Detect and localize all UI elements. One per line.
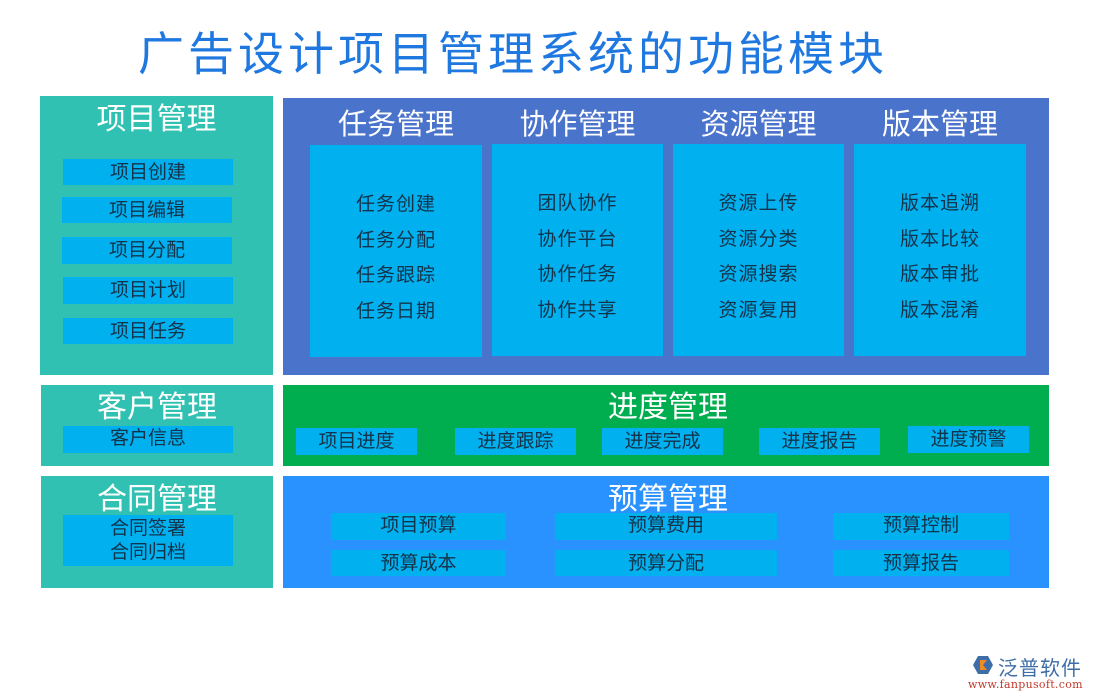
version-confuse-item[interactable]: 版本混淆 (899, 298, 980, 321)
chip-budget-cost[interactable]: 预算费用 (555, 513, 777, 540)
chip-budget-report[interactable]: 预算报告 (833, 550, 1009, 576)
contract-items-box: 合同签署 合同归档 (63, 515, 233, 566)
task-date-item[interactable]: 任务日期 (355, 299, 436, 322)
collab-task-item[interactable]: 协作任务 (537, 263, 618, 285)
logo-mark-icon (973, 656, 993, 674)
chip-progress-warning[interactable]: 进度预警 (908, 426, 1029, 453)
version-management-box: 版本追溯 版本比较 版本审批 版本混淆 (854, 144, 1026, 356)
logo-url: www.fanpusoft.com (968, 678, 1083, 691)
resource-management-list: 资源上传 资源分类 资源搜索 资源复用 (673, 186, 844, 328)
task-management-title: 任务管理 (337, 107, 454, 141)
task-management-list: 任务创建 任务分配 任务跟踪 任务日期 (310, 187, 482, 329)
version-management-list: 版本追溯 版本比较 版本审批 版本混淆 (854, 186, 1026, 328)
resource-management-box: 资源上传 资源分类 资源搜索 资源复用 (673, 144, 844, 356)
chip-contract-archive[interactable]: 合同归档 (109, 541, 186, 563)
collaboration-management-box: 团队协作 协作平台 协作任务 协作共享 (492, 144, 663, 356)
project-management-title: 项目管理 (96, 102, 217, 137)
team-collab-item[interactable]: 团队协作 (537, 192, 618, 214)
chip-project-assign[interactable]: 项目分配 (62, 237, 232, 264)
customer-management-title: 客户管理 (97, 390, 217, 425)
version-management-title: 版本管理 (881, 107, 998, 141)
chip-budget-control[interactable]: 预算控制 (833, 513, 1009, 540)
collab-share-item[interactable]: 协作共享 (537, 298, 618, 321)
chip-project-progress[interactable]: 项目进度 (296, 428, 417, 455)
logo-name: 泛普软件 (998, 656, 1082, 680)
progress-management-title: 进度管理 (608, 390, 728, 425)
task-create-item[interactable]: 任务创建 (355, 193, 436, 215)
resource-management-title: 资源管理 (700, 107, 817, 141)
page-title: 广告设计项目管理系统的功能模块 (138, 27, 888, 81)
chip-progress-complete[interactable]: 进度完成 (602, 428, 723, 455)
budget-management-panel: 预算管理 项目预算 预算费用 预算控制 预算成本 预算分配 预算报告 (283, 476, 1049, 588)
resource-upload-item[interactable]: 资源上传 (718, 192, 799, 214)
chip-project-create[interactable]: 项目创建 (63, 159, 233, 185)
chip-project-budget[interactable]: 项目预算 (331, 513, 506, 540)
chip-progress-report[interactable]: 进度报告 (759, 428, 880, 455)
version-compare-item[interactable]: 版本比较 (899, 227, 980, 250)
version-trace-item[interactable]: 版本追溯 (899, 192, 980, 214)
chip-project-task[interactable]: 项目任务 (63, 318, 233, 344)
chip-contract-sign[interactable]: 合同签署 (109, 517, 186, 539)
contract-management-panel: 合同管理 合同签署 合同归档 (41, 476, 273, 588)
chip-project-plan[interactable]: 项目计划 (63, 277, 233, 304)
project-management-panel: 项目管理 项目创建 项目编辑 项目分配 项目计划 项目任务 (40, 96, 273, 375)
progress-management-panel: 进度管理 项目进度 进度跟踪 进度完成 进度报告 进度预警 (283, 385, 1049, 466)
functions-panel: 任务管理 任务创建 任务分配 任务跟踪 任务日期 协作管理 团队协作 协作平台 … (283, 98, 1049, 375)
resource-search-item[interactable]: 资源搜索 (718, 263, 799, 285)
budget-management-title: 预算管理 (608, 482, 728, 517)
chip-budget-capital[interactable]: 预算成本 (331, 550, 506, 576)
chip-customer-info[interactable]: 客户信息 (63, 426, 233, 453)
resource-classify-item[interactable]: 资源分类 (718, 227, 799, 250)
task-track-item[interactable]: 任务跟踪 (355, 264, 436, 286)
chip-progress-track[interactable]: 进度跟踪 (455, 428, 576, 455)
task-assign-item[interactable]: 任务分配 (355, 228, 436, 251)
fanpusoft-logo: 泛普软件 www.fanpusoft.com (968, 652, 1096, 694)
chip-budget-allocate[interactable]: 预算分配 (555, 550, 777, 576)
version-approve-item[interactable]: 版本审批 (899, 263, 980, 285)
collaboration-management-title: 协作管理 (519, 107, 636, 141)
customer-management-panel: 客户管理 客户信息 (41, 385, 273, 466)
chip-project-edit[interactable]: 项目编辑 (62, 197, 232, 223)
resource-reuse-item[interactable]: 资源复用 (718, 298, 799, 321)
collab-platform-item[interactable]: 协作平台 (537, 227, 618, 250)
task-management-box: 任务创建 任务分配 任务跟踪 任务日期 (310, 145, 482, 357)
contract-management-title: 合同管理 (97, 482, 217, 517)
collaboration-management-list: 团队协作 协作平台 协作任务 协作共享 (492, 186, 663, 328)
